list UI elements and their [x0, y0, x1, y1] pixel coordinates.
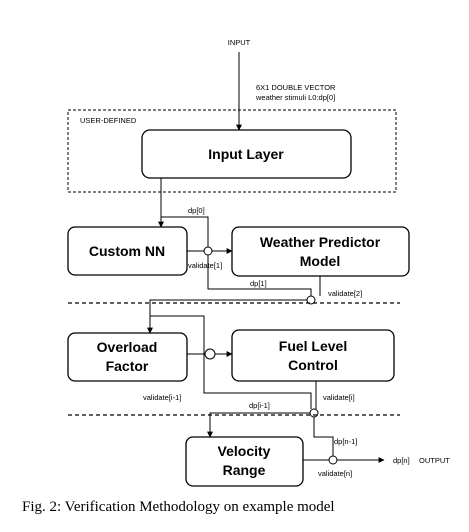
output-label: OUTPUT	[419, 456, 450, 465]
junction-4	[309, 408, 319, 418]
custom-nn-title: Custom NN	[89, 243, 165, 259]
junction-5	[328, 455, 338, 465]
vector-label-line1: 6X1 DOUBLE VECTOR	[256, 83, 336, 92]
input-layer-box	[141, 129, 352, 179]
validate-i-label: validate[i]	[323, 393, 355, 402]
dp-n1-path	[313, 417, 334, 456]
dp-i1-label: dp[i-1]	[249, 401, 270, 410]
dp0-branch	[161, 216, 209, 250]
validate-i1-path	[203, 349, 312, 409]
fuel-level-title-line2: Control	[288, 357, 338, 373]
figure-caption: Fig. 2: Verification Methodology on exam…	[22, 499, 335, 515]
input-layer-title: Input Layer	[208, 146, 284, 162]
junction2-to-overload-arrow	[147, 299, 307, 334]
dp-n-label: dp[n]	[393, 456, 410, 465]
dp0-label: dp[0]	[188, 206, 205, 215]
overload-factor-title-line2: Factor	[106, 358, 149, 374]
validate1-label: validate[1]	[188, 261, 222, 270]
fuel-level-title-line1: Fuel Level	[279, 338, 347, 354]
input-label: INPUT	[228, 38, 251, 47]
velocity-range-title-line1: Velocity	[218, 443, 271, 459]
branch-to-junction3	[150, 315, 205, 349]
junction-3	[204, 348, 216, 360]
fuel-level-box	[231, 329, 395, 382]
junction4-to-velocity-arrow	[207, 412, 310, 438]
vector-label-line2: weather stimuli L0:dp[0]	[255, 93, 335, 102]
weather-predictor-title-line2: Model	[300, 253, 340, 269]
user-defined-label: USER-DEFINED	[80, 116, 137, 125]
velocity-range-title-line2: Range	[223, 462, 266, 478]
overload-factor-box	[67, 332, 188, 382]
junction-1	[203, 246, 213, 256]
velocity-range-box	[185, 436, 304, 487]
dp-n1-label: dp[n-1]	[334, 437, 357, 446]
validate-n-label: validate[n]	[318, 469, 352, 478]
weather-predictor-title-line1: Weather Predictor	[260, 234, 381, 250]
dp1-path	[207, 255, 312, 296]
dp1-label: dp[1]	[250, 279, 267, 288]
validate-i1-label: validate[i-1]	[143, 393, 181, 402]
validate2-label: validate[2]	[328, 289, 362, 298]
overload-factor-title-line1: Overload	[97, 339, 158, 355]
